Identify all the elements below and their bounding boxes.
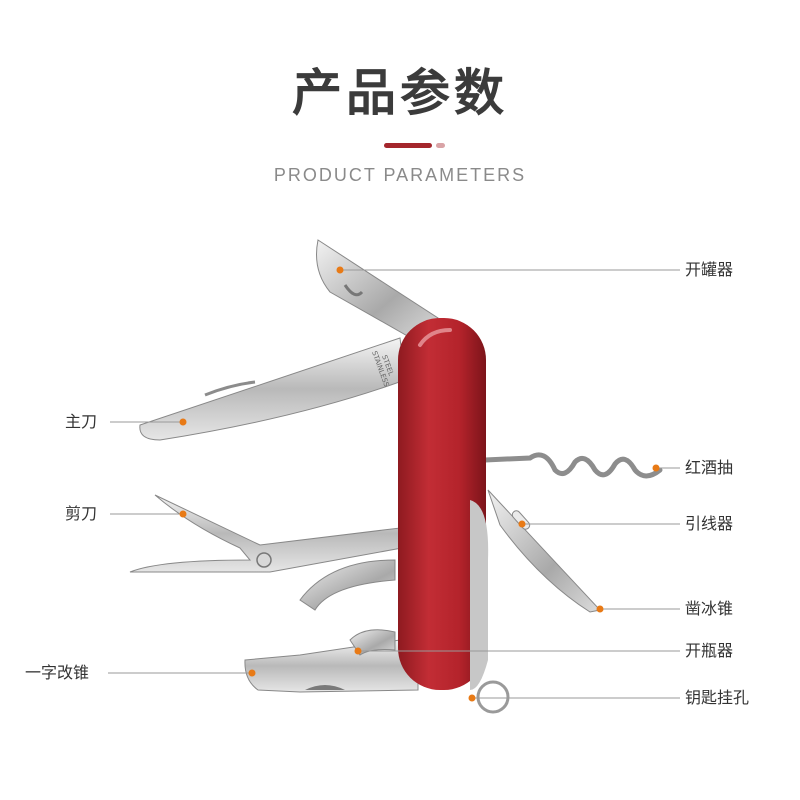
- main-blade-tool: [139, 337, 406, 441]
- label-flathead: 一字改锥: [25, 663, 90, 682]
- label-key-ring: 钥匙挂孔: [685, 688, 750, 707]
- page-subtitle: PRODUCT PARAMETERS: [273, 165, 527, 185]
- key-ring: [476, 680, 510, 714]
- label-wire-stripper: 引线器: [685, 514, 734, 533]
- corkscrew-tool: [482, 452, 663, 479]
- dot-can-opener: [336, 266, 344, 274]
- dot-main-blade: [179, 418, 187, 426]
- title-accent-bar: [384, 143, 432, 148]
- dot-flathead: [248, 669, 256, 677]
- wire-stripper-tool: [487, 489, 601, 613]
- label-can-opener: 开罐器: [685, 260, 734, 279]
- dot-corkscrew: [652, 464, 660, 472]
- can-opener-tool: [316, 239, 439, 343]
- label-scissors: 剪刀: [65, 504, 98, 523]
- label-corkscrew: 红酒抽: [685, 458, 734, 477]
- dot-bottle-opener: [354, 647, 362, 655]
- page-title: 产品参数: [292, 64, 508, 122]
- label-awl: 凿冰锥: [685, 599, 734, 618]
- dot-scissors: [179, 510, 187, 518]
- red-handle: [398, 318, 486, 690]
- dot-wire-stripper: [518, 520, 526, 528]
- dot-key-ring: [468, 694, 476, 702]
- label-bottle-opener: 开瓶器: [685, 641, 734, 660]
- scissors-tool: [129, 494, 403, 573]
- title-accent-dot: [436, 143, 445, 148]
- dot-awl: [596, 605, 604, 613]
- label-main-blade: 主刀: [65, 412, 98, 431]
